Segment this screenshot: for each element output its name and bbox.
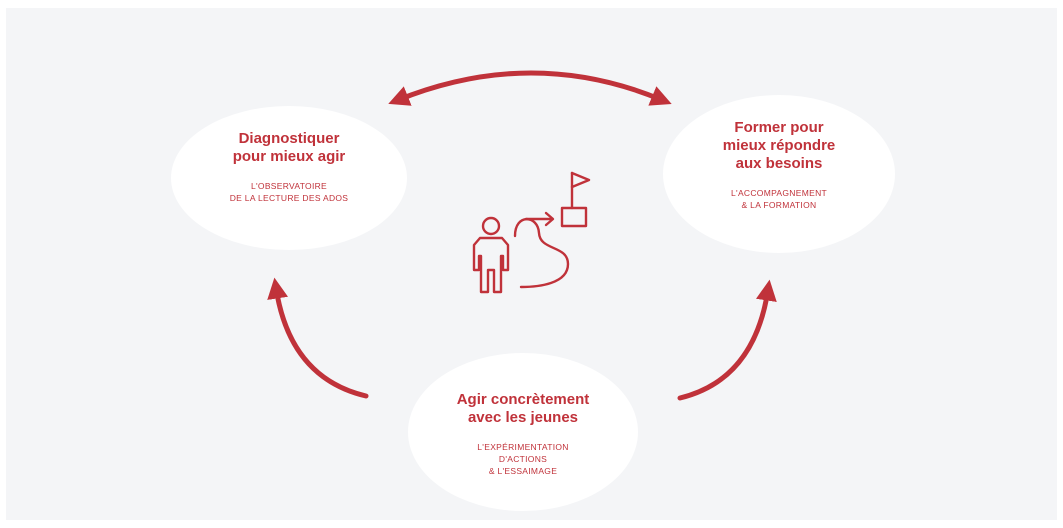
node-title: Diagnostiquer pour mieux agir <box>232 130 346 165</box>
node-agir: Agir concrètement avec les jeunes L'EXPÉ… <box>408 353 638 511</box>
cycle-diagram: Diagnostiquer pour mieux agir L'OBSERVAT… <box>6 8 1057 520</box>
node-subtitle: L'EXPÉRIMENTATION D'ACTIONS & L'ESSAIMAG… <box>477 442 569 476</box>
cycle-arrows <box>267 70 777 401</box>
arrow-bottom-to-left <box>267 277 369 399</box>
node-title: Agir concrètement avec les jeunes <box>456 391 590 426</box>
node-former: Former pour mieux répondre aux besoins L… <box>663 95 895 253</box>
node-subtitle: L'ACCOMPAGNEMENT & LA FORMATION <box>731 188 827 210</box>
node-subtitle: L'OBSERVATOIRE DE LA LECTURE DES ADOS <box>229 181 349 203</box>
node-title: Former pour mieux répondre aux besoins <box>722 119 836 172</box>
node-diagnostiquer: Diagnostiquer pour mieux agir L'OBSERVAT… <box>171 106 407 250</box>
arrow-right-to-bottom <box>677 279 777 401</box>
double-headed-arrow-top <box>388 70 672 106</box>
person-path-to-flag-icon <box>472 171 591 294</box>
